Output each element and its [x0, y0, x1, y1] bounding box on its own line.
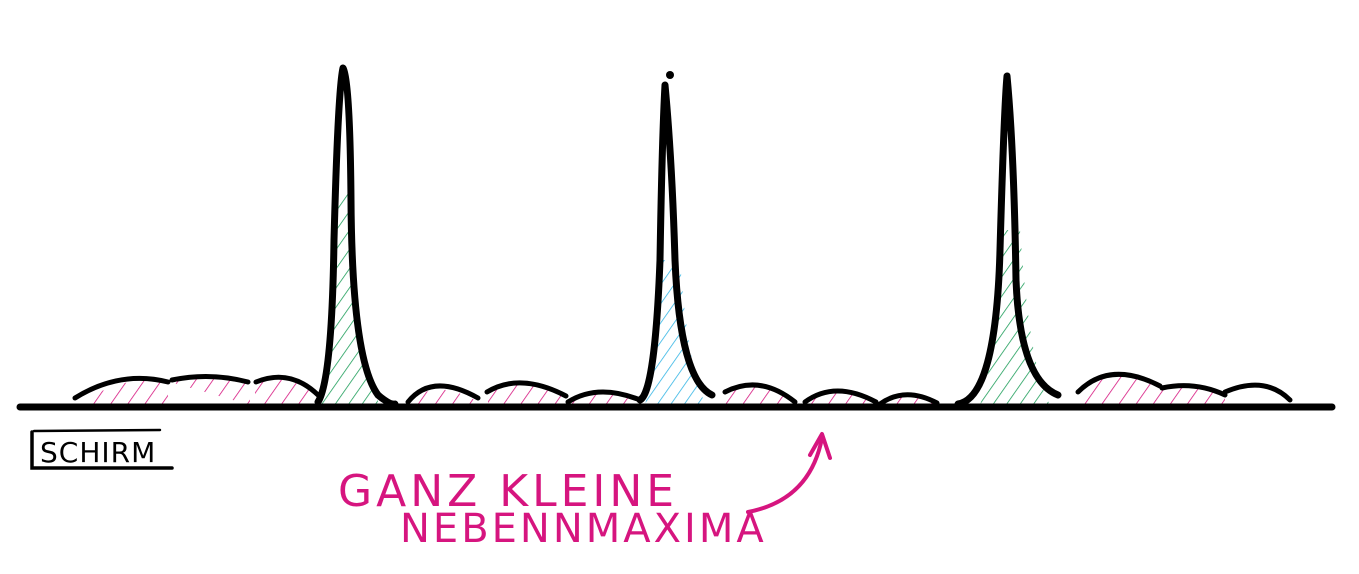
peak-dot: [666, 71, 674, 79]
arrow-head-icon: [808, 432, 832, 460]
principal-maxima-hatching: [320, 190, 1050, 405]
principal-maximum-center: [636, 81, 716, 404]
annotation-arrow: [746, 436, 824, 514]
principal-maximum-right: [954, 72, 1062, 408]
principal-maxima: [314, 64, 1062, 408]
screen-label-box: SCHIRM: [30, 428, 174, 470]
screen-label: SCHIRM: [40, 436, 156, 469]
secondary-maxima-outlines: [72, 371, 1293, 407]
principal-maximum-left: [314, 64, 399, 408]
annotation-line-2: NEBENNMAXIMA: [400, 506, 767, 552]
annotation-line-1: GANZ KLEINE: [338, 466, 678, 517]
annotation: GANZ KLEINE NEBENNMAXIMA: [338, 432, 832, 552]
